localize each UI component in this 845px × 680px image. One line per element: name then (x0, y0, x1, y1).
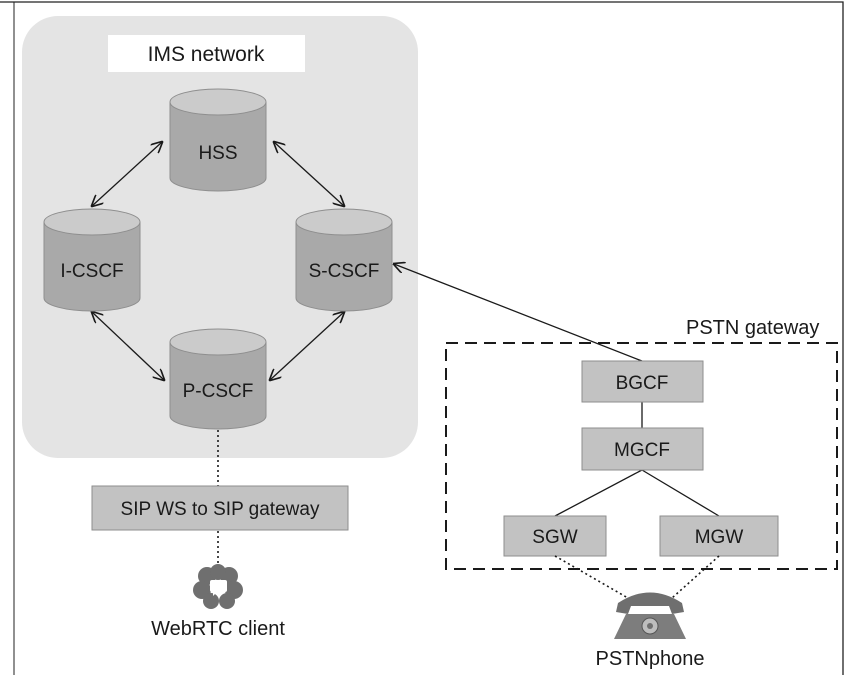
webrtc-icon (193, 564, 243, 609)
hss-database: HSS (169, 88, 267, 192)
mgw-box (659, 515, 779, 557)
ims-title: IMS network (148, 43, 265, 66)
hss-label: HSS (198, 143, 237, 164)
mgw-phone-link (671, 555, 720, 599)
mgcf-sgw-link (554, 469, 643, 517)
scscf-pcscf-link (270, 312, 344, 380)
mgcf-mgw-link (641, 469, 720, 517)
webrtc-client-label: WebRTC client (151, 618, 285, 640)
bgcf-label: BGCF (616, 373, 669, 394)
mgcf-label: MGCF (614, 440, 670, 461)
mgcf-box (581, 427, 704, 471)
hss-scscf-link (274, 142, 344, 206)
pcscf-database: P-CSCF (169, 328, 267, 430)
icscf-pcscf-link (92, 312, 164, 380)
telephone-icon (614, 592, 686, 639)
mgw-label: MGW (695, 527, 744, 548)
ims-title-box (108, 35, 305, 72)
sgw-phone-link (554, 555, 629, 599)
bgcf-box (581, 360, 704, 403)
scscf-database: S-CSCF (295, 208, 393, 312)
hss-icscf-link (92, 142, 162, 206)
scscf-label: S-CSCF (309, 261, 380, 282)
sip-ws-gateway-box (91, 485, 349, 531)
pstn-phone-label: PSTNphone (596, 648, 705, 670)
bgcf-scscf-link (394, 264, 643, 362)
pstn-gateway-title: PSTN gateway (686, 317, 819, 339)
sgw-box (503, 515, 607, 557)
icscf-label: I-CSCF (60, 261, 123, 282)
sip-ws-gateway-label: SIP WS to SIP gateway (121, 499, 320, 520)
sgw-label: SGW (532, 527, 577, 548)
pcscf-label: P-CSCF (183, 381, 254, 402)
pstn-gateway-region (445, 342, 838, 570)
icscf-database: I-CSCF (43, 208, 141, 312)
